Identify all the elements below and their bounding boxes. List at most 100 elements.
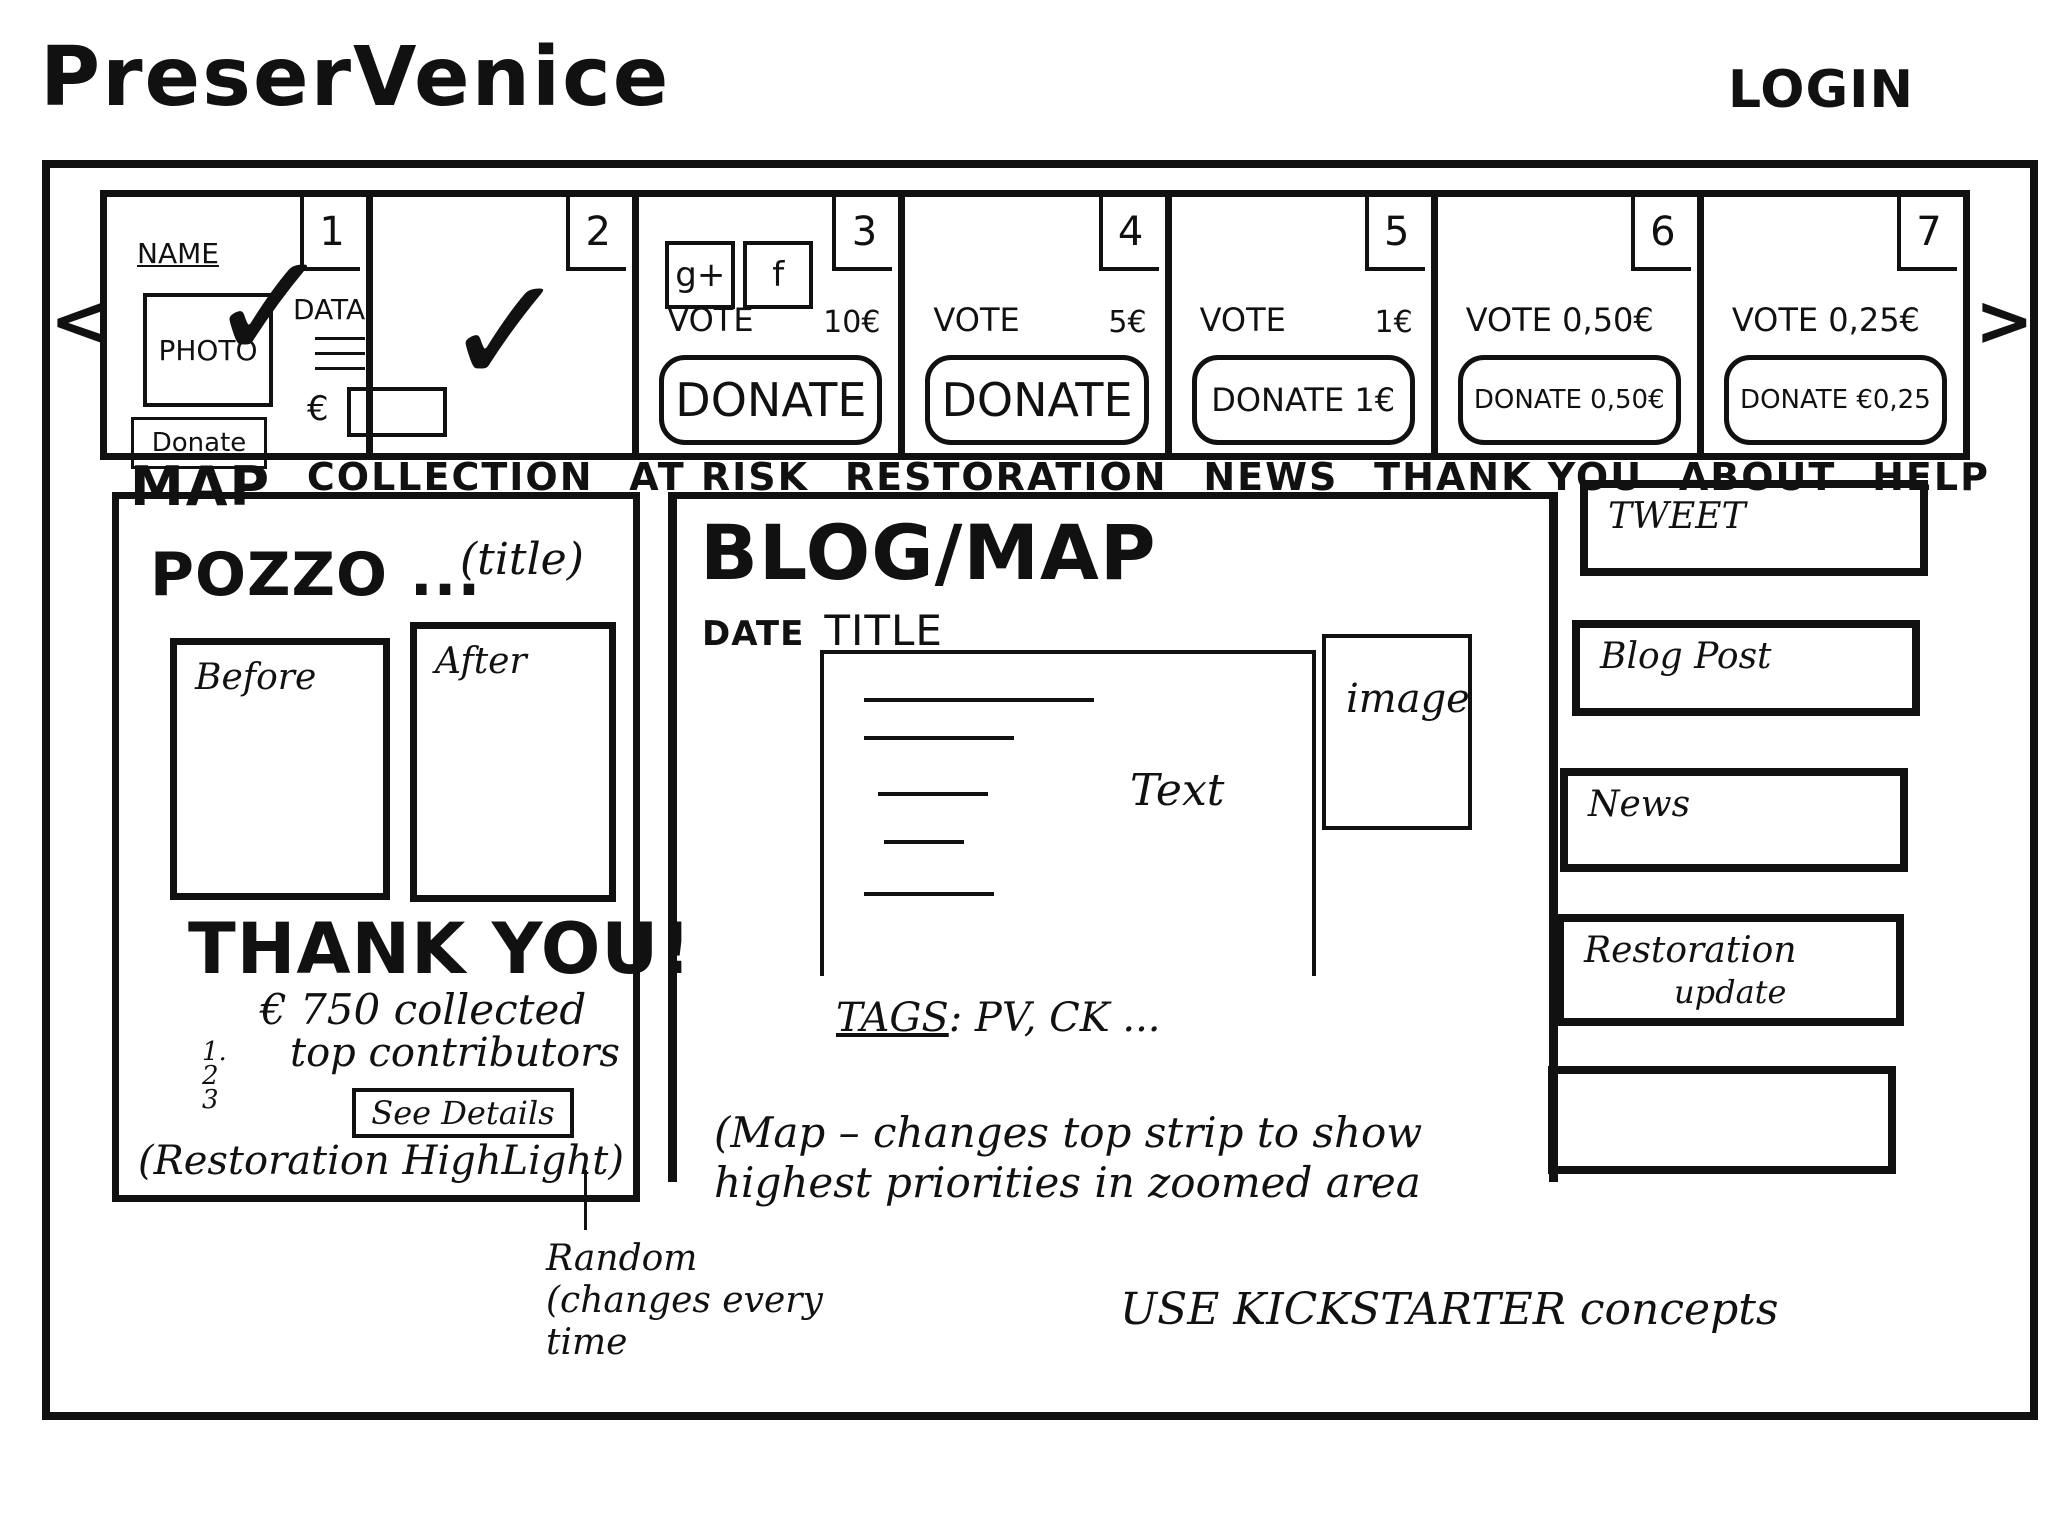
- blog-post-widget[interactable]: Blog Post: [1572, 620, 1920, 716]
- blog-map-title: BLOG/MAP: [700, 508, 1157, 597]
- euro-icon: €: [307, 389, 329, 429]
- donate-button[interactable]: DONATE 0,50€: [1457, 355, 1681, 445]
- card-photo-label: PHOTO: [158, 333, 258, 367]
- card-number: 3: [832, 197, 893, 271]
- tags-label: TAGS: [836, 995, 949, 1041]
- restoration-update-widget[interactable]: Restoration update: [1556, 914, 1904, 1026]
- card-number: 6: [1630, 197, 1691, 271]
- text-line: [878, 792, 988, 796]
- blog-map-panel: [668, 492, 1558, 1182]
- blog-post-label: Blog Post: [1600, 636, 1772, 677]
- restoration-highlight-panel: [112, 492, 640, 1202]
- checkmark-icon: ✓: [207, 221, 333, 395]
- vote-label[interactable]: VOTE: [1199, 301, 1286, 339]
- post-meta: DATE TITLE: [702, 606, 943, 655]
- restoration-label: Restoration: [1584, 930, 1797, 971]
- contributor-list-numbers: 1. 2 3: [202, 1037, 227, 1115]
- highlight-title: POZZO ...: [150, 540, 482, 610]
- card-name-label: NAME: [137, 237, 219, 270]
- site-logo[interactable]: PreserVenice: [40, 30, 671, 125]
- vote-label[interactable]: VOTE: [933, 301, 1020, 339]
- card-number: 4: [1098, 197, 1159, 271]
- strip-card-6[interactable]: 6 VOTE 0,50€ DONATE 0,50€: [1438, 197, 1704, 453]
- strip-card-3[interactable]: 3 g+ f VOTE 10€ DONATE: [639, 197, 906, 453]
- thank-you-heading: THANK YOU!: [188, 908, 693, 990]
- donate-button[interactable]: DONATE 1€: [1191, 355, 1415, 445]
- card-number: 1: [300, 197, 361, 271]
- checkmark-icon: ✓: [443, 245, 569, 419]
- post-image-label: image: [1346, 676, 1470, 722]
- restoration-sub-label: update: [1674, 973, 1787, 1011]
- list-number: 2: [202, 1061, 219, 1091]
- strip-card-7[interactable]: 7 VOTE 0,25€ DONATE €0,25: [1704, 197, 1963, 453]
- card-donate-button[interactable]: Donate: [131, 417, 267, 469]
- highlight-caption: (Restoration HighLight): [138, 1138, 624, 1184]
- vote-label[interactable]: VOTE 0,25€: [1731, 301, 1920, 339]
- post-body: [820, 650, 1316, 976]
- google-plus-icon[interactable]: g+: [665, 241, 736, 309]
- strip-card-2[interactable]: 2 ✓: [373, 197, 640, 453]
- strip-card-1[interactable]: 1 NAME PHOTO DATA € Donate ✓: [107, 197, 447, 469]
- main-nav: MAP COLLECTION AT RISK RESTORATION NEWS …: [130, 455, 1990, 518]
- nav-restoration[interactable]: RESTORATION: [844, 455, 1168, 499]
- news-widget[interactable]: News: [1560, 768, 1908, 872]
- page-frame: [42, 160, 2038, 1420]
- after-label: After: [435, 641, 527, 682]
- strip-card-5[interactable]: 5 VOTE 1€ DONATE 1€: [1172, 197, 1438, 453]
- annotation-connector: [584, 1170, 587, 1230]
- tags-value[interactable]: : PV, CK ...: [948, 995, 1161, 1041]
- facebook-icon[interactable]: f: [743, 241, 814, 309]
- see-details-button[interactable]: See Details: [352, 1088, 574, 1138]
- card-number: 5: [1364, 197, 1425, 271]
- priority-strip: 1 NAME PHOTO DATA € Donate ✓ 2 ✓ 3 g+ f …: [100, 190, 1970, 469]
- before-image: Before: [170, 638, 390, 900]
- social-share: g+ f: [665, 241, 814, 309]
- nav-help[interactable]: HELP: [1872, 455, 1990, 499]
- nav-map[interactable]: MAP: [130, 455, 272, 518]
- vote-amount: 5€: [1108, 305, 1147, 340]
- news-label: News: [1588, 784, 1691, 825]
- nav-thank-you[interactable]: THANK YOU: [1374, 455, 1644, 499]
- list-number: 1.: [202, 1037, 227, 1067]
- title-note: (title): [460, 534, 584, 585]
- top-contributors-label: top contributors: [290, 1030, 620, 1076]
- random-annotation: Random (changes every time: [546, 1238, 823, 1363]
- login-link[interactable]: LOGIN: [1728, 60, 1915, 120]
- vote-amount: 10€: [823, 305, 881, 340]
- text-line: [864, 698, 1094, 702]
- post-title-label[interactable]: TITLE: [824, 606, 943, 655]
- after-image: After: [410, 622, 616, 902]
- chevron-left-icon[interactable]: <: [50, 280, 109, 362]
- before-label: Before: [195, 657, 317, 698]
- card-number: 2: [566, 197, 627, 271]
- vote-label[interactable]: VOTE: [667, 301, 754, 339]
- amount-input[interactable]: [347, 387, 447, 437]
- card-photo: PHOTO: [143, 293, 273, 407]
- text-line: [884, 840, 964, 844]
- vote-label[interactable]: VOTE 0,50€: [1465, 301, 1654, 339]
- empty-widget[interactable]: [1548, 1066, 1896, 1174]
- post-text-label: Text: [1130, 765, 1225, 816]
- text-line: [864, 736, 1014, 740]
- nav-about[interactable]: ABOUT: [1678, 455, 1837, 499]
- nav-collection[interactable]: COLLECTION: [306, 455, 594, 499]
- vote-amount: 1€: [1374, 305, 1413, 340]
- nav-at-risk[interactable]: AT RISK: [629, 455, 810, 499]
- chevron-right-icon[interactable]: >: [1975, 280, 2034, 362]
- post-tags: TAGS: PV, CK ...: [836, 995, 1161, 1041]
- map-annotation: (Map – changes top strip to show highest…: [714, 1108, 1423, 1207]
- tweet-widget[interactable]: TWEET: [1580, 480, 1928, 576]
- strip-card-4[interactable]: 4 VOTE 5€ DONATE: [905, 197, 1172, 453]
- card-data-lines: [315, 337, 365, 382]
- donate-button[interactable]: DONATE €0,25: [1723, 355, 1947, 445]
- card-number: 7: [1896, 197, 1957, 271]
- list-number: 3: [202, 1085, 219, 1115]
- card-data-label: DATA: [293, 293, 366, 326]
- donate-button[interactable]: DONATE: [925, 355, 1149, 445]
- kickstarter-annotation: USE KICKSTARTER concepts: [1120, 1284, 1779, 1335]
- post-image: image: [1322, 634, 1472, 830]
- nav-news[interactable]: NEWS: [1203, 455, 1339, 499]
- donate-button[interactable]: DONATE: [659, 355, 883, 445]
- tweet-label: TWEET: [1608, 496, 1746, 537]
- post-date-label: DATE: [702, 614, 805, 654]
